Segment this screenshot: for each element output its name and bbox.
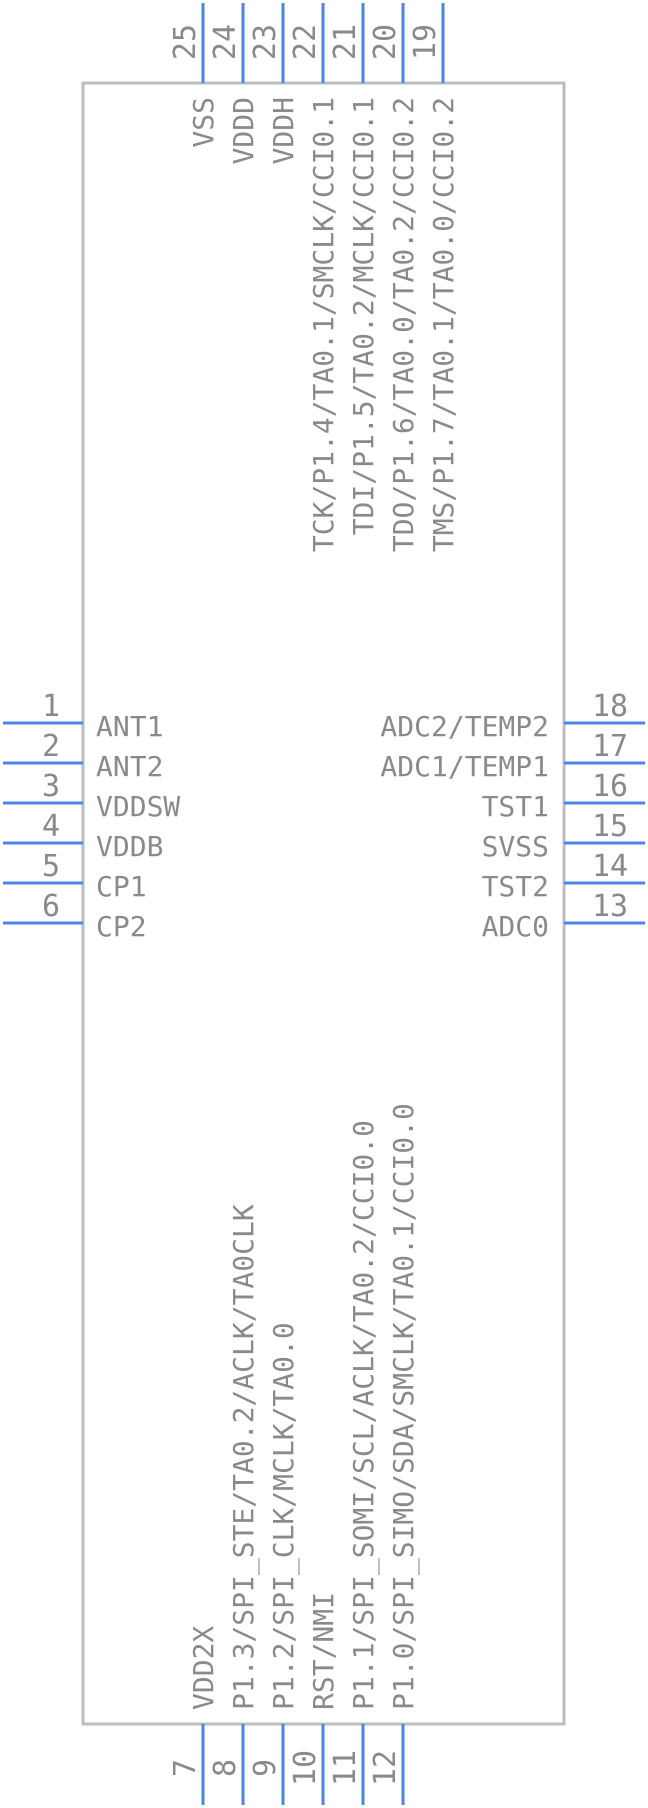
pin-number: 25 bbox=[168, 24, 203, 60]
pin-number: 6 bbox=[42, 889, 60, 924]
pin-name: SVSS bbox=[482, 830, 549, 863]
pin-name: VSS bbox=[187, 97, 220, 148]
pin-number: 15 bbox=[592, 809, 628, 844]
pin-name: TDI/P1.5/TA0.2/MCLK/CCI0.1 bbox=[347, 97, 380, 535]
pin-name: TST2 bbox=[482, 870, 549, 903]
pin-12: 12 P1.0/SPI_SIMO/SDA/SMCLK/TA0.1/CCI0.0 bbox=[368, 1103, 421, 1805]
pin-number: 12 bbox=[368, 1750, 403, 1786]
pin-number: 21 bbox=[328, 24, 363, 60]
pin-name: P1.3/SPI_STE/TA0.2/ACLK/TA0CLK bbox=[227, 1204, 261, 1710]
pin-name: VDDD bbox=[227, 97, 260, 164]
pin-number: 16 bbox=[592, 769, 628, 804]
pin-8: 8 P1.3/SPI_STE/TA0.2/ACLK/TA0CLK bbox=[208, 1204, 261, 1805]
pin-name: VDDH bbox=[267, 97, 300, 164]
pin-name: ADC1/TEMP1 bbox=[380, 750, 549, 783]
pin-number: 24 bbox=[208, 24, 243, 60]
pin-7: 7 VDD2X bbox=[168, 1626, 220, 1805]
pin-number: 17 bbox=[592, 729, 628, 764]
pin-number: 23 bbox=[248, 24, 283, 60]
pin-number: 9 bbox=[248, 1759, 283, 1777]
pin-name: VDDB bbox=[96, 830, 163, 863]
pin-number: 22 bbox=[288, 24, 323, 60]
pin-name: P1.2/SPI_CLK/MCLK/TA0.0 bbox=[267, 1322, 301, 1710]
pin-11: 11 P1.1/SPI_SOMI/SCL/ACLK/TA0.2/CCI0.0 bbox=[328, 1120, 381, 1805]
pin-name: VDD2X bbox=[187, 1626, 220, 1710]
pin-name: VDDSW bbox=[96, 790, 180, 823]
pin-number: 20 bbox=[368, 24, 403, 60]
pins-layer: 1ANT12ANT23VDDSW4VDDB5CP16CP27VDD2X8P1.3… bbox=[3, 3, 645, 1805]
pin-name: TDO/P1.6/TA0.0/TA0.2/CCI0.2 bbox=[387, 97, 420, 552]
pin-number: 19 bbox=[408, 24, 443, 60]
pin-number: 2 bbox=[42, 729, 60, 764]
pin-name: ANT2 bbox=[96, 750, 163, 783]
pin-name: CP1 bbox=[96, 870, 147, 903]
pin-number: 5 bbox=[42, 849, 60, 884]
pin-name: ADC0 bbox=[482, 910, 549, 943]
pin-number: 7 bbox=[168, 1759, 203, 1777]
pin-number: 1 bbox=[42, 689, 60, 724]
pin-name: TCK/P1.4/TA0.1/SMCLK/CCI0.1 bbox=[307, 97, 340, 552]
pin-name: P1.0/SPI_SIMO/SDA/SMCLK/TA0.1/CCI0.0 bbox=[387, 1103, 421, 1710]
pin-10: 10 RST/NMI bbox=[288, 1592, 340, 1805]
pin-number: 4 bbox=[42, 809, 60, 844]
pin-number: 11 bbox=[328, 1750, 363, 1786]
pin-number: 3 bbox=[42, 769, 60, 804]
pin-number: 14 bbox=[592, 849, 628, 884]
pin-number: 10 bbox=[288, 1750, 323, 1786]
pin-name: TMS/P1.7/TA0.1/TA0.0/CCI0.2 bbox=[427, 97, 460, 552]
pin-number: 13 bbox=[592, 889, 628, 924]
pin-number: 18 bbox=[592, 689, 628, 724]
pin-name: RST/NMI bbox=[307, 1592, 340, 1710]
pin-name: P1.1/SPI_SOMI/SCL/ACLK/TA0.2/CCI0.0 bbox=[347, 1120, 381, 1710]
pin-name: ANT1 bbox=[96, 710, 163, 743]
pin-9: 9 P1.2/SPI_CLK/MCLK/TA0.0 bbox=[248, 1322, 301, 1805]
pin-name: TST1 bbox=[482, 790, 549, 823]
pin-number: 8 bbox=[208, 1759, 243, 1777]
pin-name: CP2 bbox=[96, 910, 147, 943]
pin-name: ADC2/TEMP2 bbox=[380, 710, 549, 743]
